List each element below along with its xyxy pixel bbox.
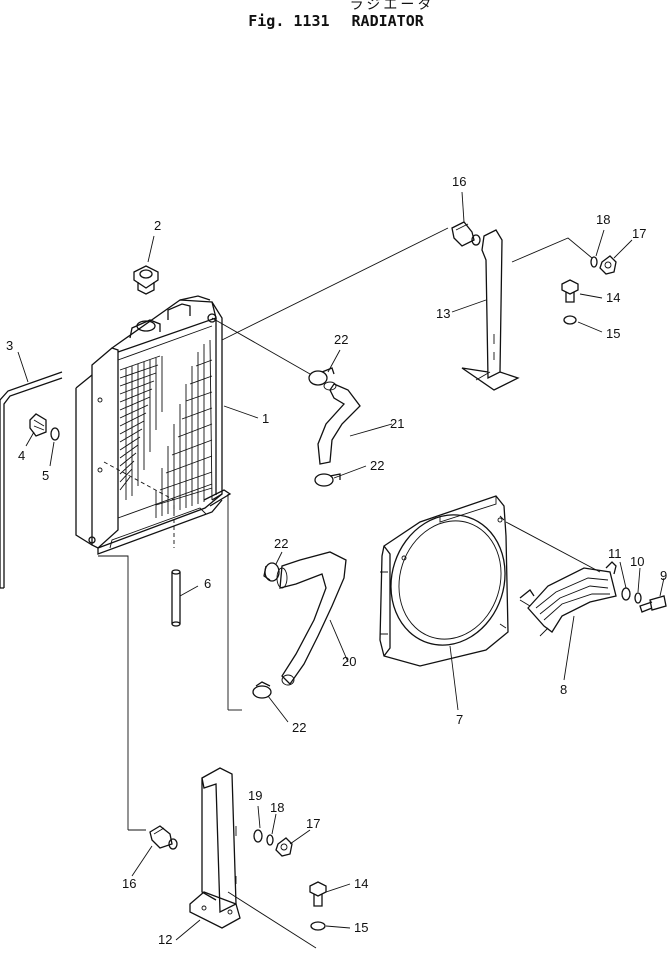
- callout-18-lower: 18: [270, 800, 284, 815]
- callout-18-upper: 18: [596, 212, 610, 227]
- nut-17-upper: [599, 255, 617, 275]
- callout-22-a: 22: [334, 332, 348, 347]
- drain-washer: [50, 427, 60, 441]
- spacer-pipe: [171, 569, 181, 627]
- radiator-core: [75, 295, 232, 555]
- callout-10: 10: [630, 554, 644, 569]
- callout-22-b: 22: [370, 458, 384, 473]
- callout-1: 1: [262, 411, 269, 426]
- drain-cock: [29, 413, 47, 437]
- washer-11: [621, 587, 631, 601]
- hose-clamp-lower-b: [252, 681, 272, 699]
- callout-8: 8: [560, 682, 567, 697]
- callout-4: 4: [18, 448, 25, 463]
- callout-3: 3: [6, 338, 13, 353]
- callout-21: 21: [390, 416, 404, 431]
- callout-20: 20: [342, 654, 356, 669]
- callout-leaders: [17, 191, 665, 941]
- hose-clamp-lower-a: [263, 562, 280, 582]
- callout-22-c: 22: [274, 536, 288, 551]
- callout-15-upper: 15: [606, 326, 620, 341]
- callout-15-lower: 15: [354, 920, 368, 935]
- hose-clamp-upper-a: [308, 367, 335, 386]
- callout-14-lower: 14: [354, 876, 368, 891]
- callout-12: 12: [158, 932, 172, 947]
- callout-17-upper: 17: [632, 226, 646, 241]
- washer-15-upper: [563, 315, 577, 325]
- washer-15-lower: [310, 921, 326, 931]
- washer-19: [253, 829, 263, 843]
- bolt-14-lower: [309, 881, 327, 907]
- callout-9: 9: [660, 568, 667, 583]
- upper-hose: [317, 383, 361, 465]
- callouts: 1 2 3 4 5 6 7 8 9 10 11 12 13 14 14 15 1…: [6, 174, 667, 947]
- callout-22-d: 22: [292, 720, 306, 735]
- stay-upper: [461, 229, 520, 391]
- overflow-pipe: [0, 371, 63, 589]
- figure-number: Fig. 1131: [248, 12, 330, 30]
- fan-guard: [519, 561, 617, 637]
- figure-title-japanese: ラジエータ: [349, 0, 435, 13]
- washer-10: [634, 592, 642, 604]
- nut-17-lower: [275, 837, 293, 857]
- figure-name: RADIATOR: [351, 12, 424, 30]
- callout-5: 5: [42, 468, 49, 483]
- radiator-cap: [133, 265, 159, 295]
- stay-lower: [189, 767, 241, 929]
- callout-16-lower: 16: [122, 876, 136, 891]
- washer-18-lower: [266, 834, 274, 846]
- fan-shroud: [379, 495, 509, 667]
- bolt-14-upper: [561, 279, 579, 303]
- callout-14-upper: 14: [606, 290, 620, 305]
- hose-clamp-upper-b: [314, 473, 341, 487]
- rubber-mount-lower: [149, 825, 178, 850]
- bolt-9: [639, 595, 667, 613]
- callout-19: 19: [248, 788, 262, 803]
- figure-title: Fig. 1131 RADIATOR: [0, 12, 672, 30]
- callout-17-lower: 17: [306, 816, 320, 831]
- rubber-mount-upper: [451, 221, 481, 247]
- callout-13: 13: [436, 306, 450, 321]
- callout-11: 11: [608, 546, 622, 561]
- washer-18-upper: [590, 256, 598, 268]
- radiator-fins: [119, 339, 213, 518]
- callout-6: 6: [204, 576, 211, 591]
- lower-hose: [279, 551, 347, 686]
- callout-7: 7: [456, 712, 463, 727]
- callout-2: 2: [154, 218, 161, 233]
- callout-16-upper: 16: [452, 174, 466, 189]
